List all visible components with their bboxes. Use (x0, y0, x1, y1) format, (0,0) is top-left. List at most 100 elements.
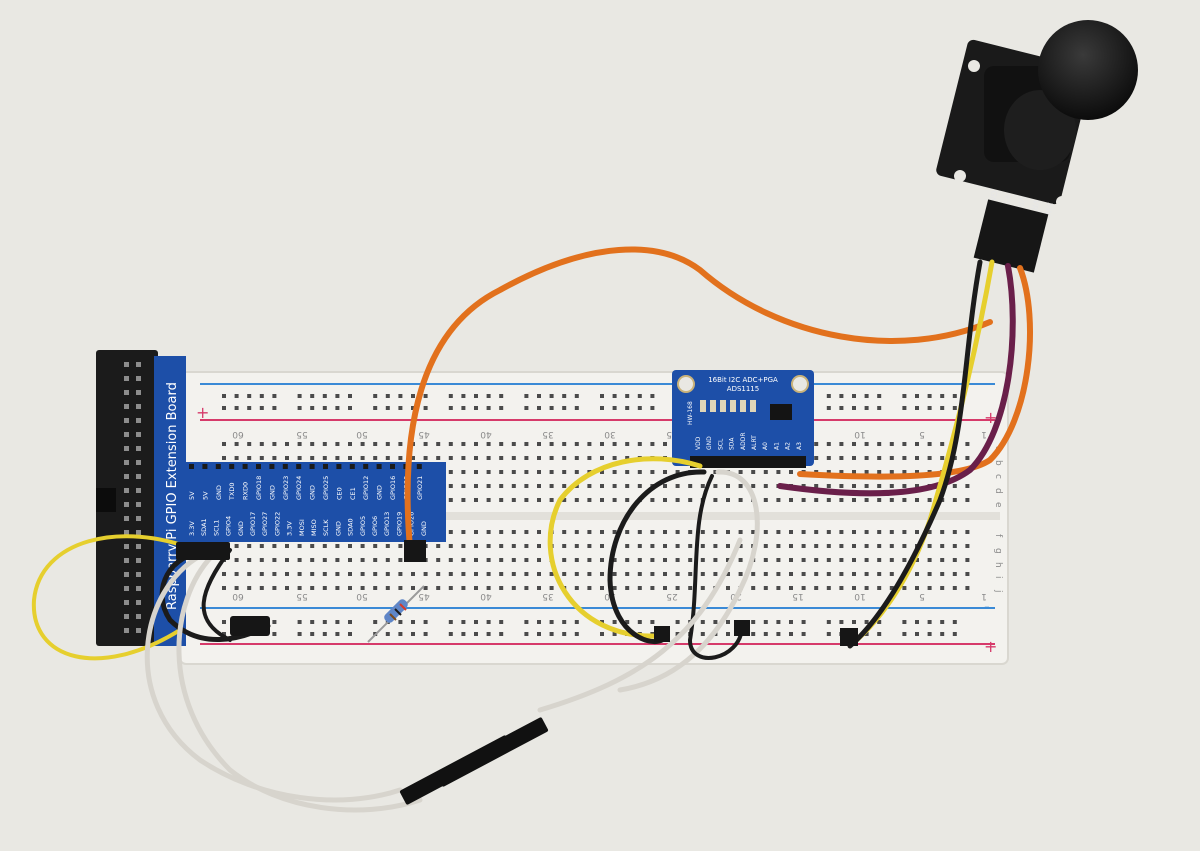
wire-white-adc-loop (617, 469, 760, 693)
header-pin (124, 362, 129, 367)
breadboard-hole (650, 586, 655, 590)
breadboard-hole (297, 586, 302, 590)
breadboard-hole (461, 406, 466, 410)
breadboard-hole (486, 498, 491, 502)
gpio-pin-label: GPIO12 (362, 476, 370, 500)
breadboard-hole (839, 620, 844, 624)
breadboard-hole (222, 572, 226, 576)
breadboard-hole (826, 484, 831, 488)
wire-black-left-loop (159, 549, 271, 642)
breadboard-hole (511, 544, 516, 548)
wire-orange-short (797, 265, 1033, 480)
breadboard-hole (537, 530, 541, 534)
breadboard-hole (688, 484, 693, 488)
header-pins (124, 362, 141, 633)
breadboard-hole (461, 544, 466, 548)
breadboard-hole (524, 632, 529, 636)
breadboard-hole (675, 632, 680, 636)
breadboard-hole (738, 558, 743, 562)
wire-orange-long (404, 246, 993, 551)
breadboard-hole (789, 498, 793, 502)
breadboard-hole (889, 470, 894, 474)
breadboard-hole (247, 586, 252, 590)
breadboard-hole (965, 572, 970, 576)
row-letter: f (993, 534, 1003, 538)
breadboard-hole (663, 558, 667, 562)
breadboard-hole (398, 586, 403, 590)
breadboard-hole (474, 632, 478, 636)
breadboard-hole (423, 406, 428, 410)
breadboard-hole (612, 498, 617, 502)
breadboard-hole (499, 632, 504, 636)
breadboard-hole (915, 632, 919, 636)
breadboard-hole (801, 632, 806, 636)
breadboard-hole (940, 632, 945, 636)
joystick-mount-hole-tl (968, 60, 980, 72)
breadboard-hole (751, 620, 756, 624)
breadboard-hole (499, 498, 504, 502)
breadboard-hole (398, 558, 403, 562)
breadboard-hole (889, 586, 894, 590)
breadboard-hole (499, 394, 504, 398)
breadboard-hole (801, 544, 806, 548)
breadboard-hole (713, 530, 718, 534)
column-number: 40 (480, 591, 492, 601)
breadboard-hole (600, 470, 604, 474)
breadboard-hole (763, 558, 768, 562)
breadboard-hole (385, 558, 390, 562)
breadboard-hole (549, 484, 554, 488)
breadboard-hole (461, 530, 466, 534)
breadboard-hole (448, 394, 453, 398)
breadboard-hole (348, 572, 352, 576)
breadboard-hole (398, 406, 403, 410)
breadboard-hole (272, 620, 277, 624)
breadboard-hole (474, 470, 478, 474)
breadboard-hole (549, 470, 554, 474)
breadboard-hole (373, 558, 378, 562)
breadboard-hole (549, 406, 554, 410)
breadboard-hole (448, 406, 453, 410)
row-letter: b (993, 460, 1003, 466)
breadboard-hole (625, 572, 630, 576)
breadboard-hole (612, 484, 617, 488)
resistor-band-1 (389, 613, 397, 621)
breadboard-hole (763, 530, 768, 534)
breadboard-hole (927, 442, 932, 446)
breadboard-hole (247, 544, 252, 548)
rail-minus-label-bottom: - (984, 597, 990, 616)
breadboard-hole (574, 572, 579, 576)
breadboard-hole (612, 442, 617, 446)
adc-pin-label: A2 (785, 442, 792, 450)
breadboard-hole (486, 586, 491, 590)
breadboard-hole (852, 470, 856, 474)
breadboard-hole (927, 394, 932, 398)
breadboard-hole (448, 544, 453, 548)
breadboard-hole (852, 406, 856, 410)
gpio-pin-label: GND (268, 485, 276, 500)
header-pin (136, 628, 141, 633)
breadboard-hole (915, 620, 919, 624)
breadboard-hole (852, 442, 856, 446)
breadboard-hole (511, 470, 516, 474)
column-number: 60 (232, 429, 244, 439)
breadboard-hole (864, 620, 869, 624)
breadboard-hole (272, 544, 277, 548)
breadboard-hole (952, 572, 957, 576)
header-pin (124, 446, 129, 451)
gpio-pin-label: GPIO17 (249, 512, 257, 536)
breadboard-hole (524, 470, 529, 474)
breadboard-hole (650, 558, 655, 562)
wire-black-joystick (847, 259, 983, 649)
breadboard-hole (259, 394, 264, 398)
column-number: 35 (542, 591, 553, 601)
smd-component (740, 400, 746, 412)
breadboard-hole (637, 586, 642, 590)
breadboard-hole (877, 572, 882, 576)
wire-black-short-loop (687, 474, 744, 660)
row-letter: j (993, 589, 1003, 593)
breadboard-hole (726, 498, 730, 502)
breadboard-hole (726, 632, 730, 636)
gpio-pin-label: GND (215, 485, 223, 500)
